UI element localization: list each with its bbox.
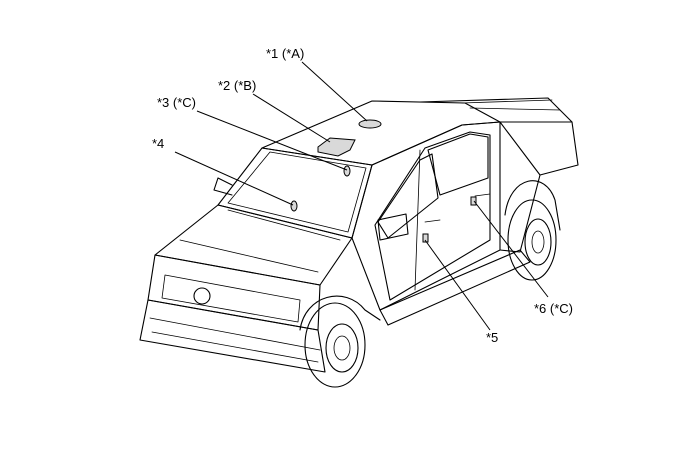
leader-4 [174, 151, 294, 206]
part-2-overhead-unit [317, 137, 356, 157]
leader-2 [252, 93, 331, 143]
callout-2-label: *2 (*B) [218, 78, 257, 93]
leader-1 [301, 61, 368, 122]
callout-3-label: *3 (*C) [157, 95, 197, 110]
callout-4-label: *4 [152, 136, 165, 151]
callout-1-label: *1 (*A) [266, 46, 305, 61]
part-4-sensor [290, 200, 298, 212]
leader-5 [424, 239, 491, 331]
part-5-switch [422, 233, 429, 243]
truck-body [139, 97, 579, 388]
leader-lines [174, 61, 549, 331]
callout-6-label: *6 (*C) [534, 301, 574, 316]
callout-5-label: *5 [486, 330, 499, 345]
part-1-dome-lamp [358, 119, 382, 129]
leader-3 [196, 110, 348, 171]
part-shapes [290, 119, 477, 243]
part-6-switch [470, 196, 477, 206]
leader-6 [473, 200, 549, 298]
part-3-sensor [343, 165, 351, 177]
